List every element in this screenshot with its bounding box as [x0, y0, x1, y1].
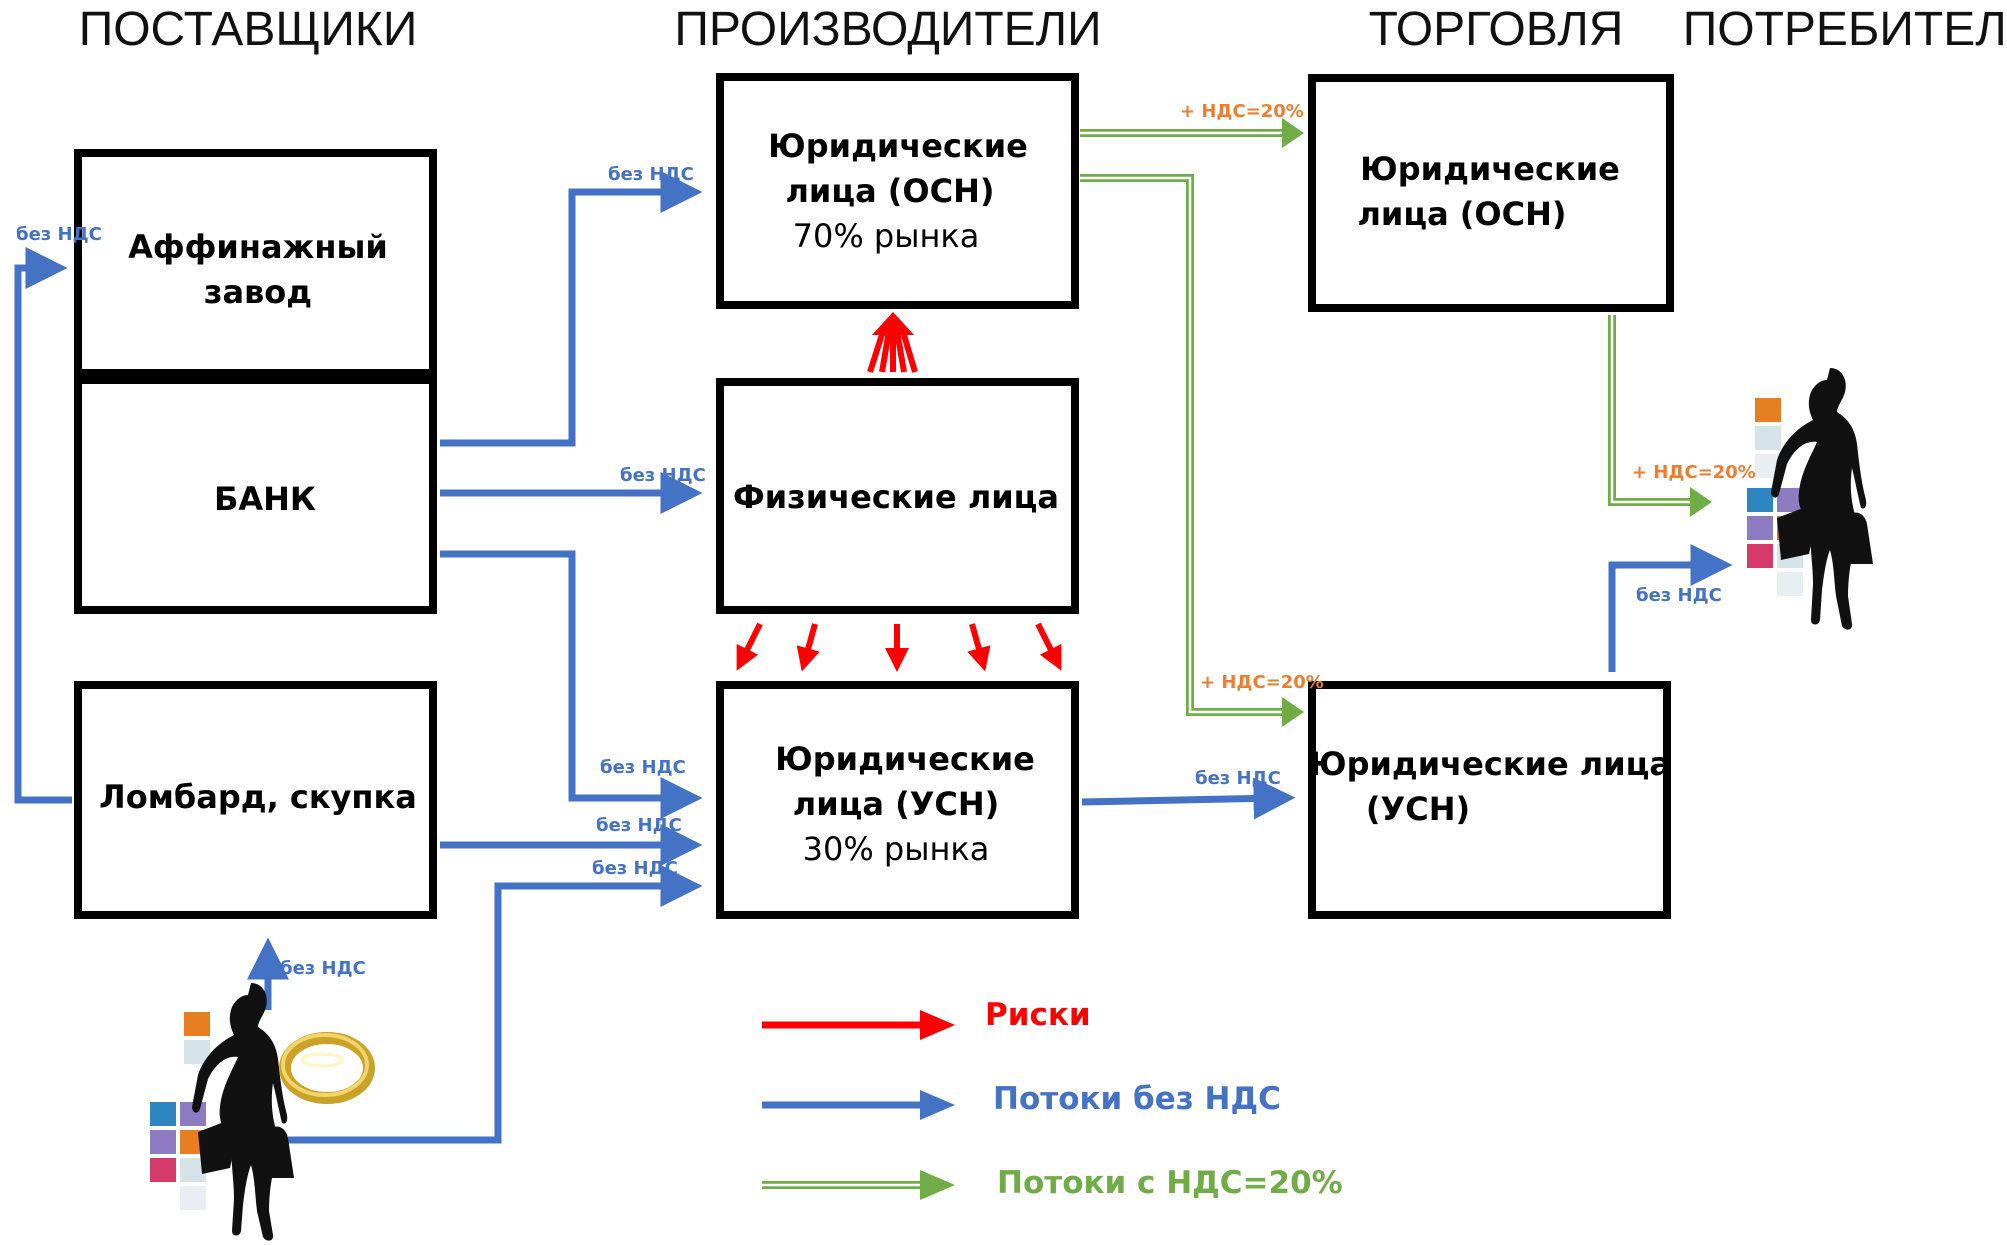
bank-label: БАНК: [214, 480, 316, 518]
flow-bank-to-producer-usn: [440, 550, 703, 819]
legend-vat-label: Потоки с НДС=20%: [997, 1165, 1343, 1201]
label-no-vat-consumers: без НДС: [1636, 585, 1722, 606]
flow-producer-osn-to-trade-usn: [1080, 174, 1304, 727]
column-title-trade: ТОРГОВЛЯ: [1369, 3, 1624, 56]
risk-arrow-down-2: [796, 623, 820, 672]
flow-pawnshop-to-refinery: [14, 247, 72, 804]
flow-trade-usn-to-consumers: [1608, 544, 1733, 672]
producer-osn-line1: Юридические: [768, 127, 1028, 165]
producer-osn-share: 70% рынка: [793, 217, 980, 255]
label-vat-trade-usn: + НДС=20%: [1200, 672, 1324, 693]
column-title-consumers: ПОТРЕБИТЕЛИ: [1683, 3, 2007, 56]
trade-osn-line2: лица (ОСН): [1357, 195, 1566, 233]
pawnshop-label: Ломбард, скупка: [99, 778, 417, 816]
label-vat-trade-osn: + НДС=20%: [1180, 101, 1304, 122]
flow-bank-to-producer-osn: [440, 171, 703, 447]
producer-usn-line1: Юридические: [775, 740, 1035, 778]
legend-no-vat-label: Потоки без НДС: [993, 1081, 1281, 1117]
trade-usn-line1: Юридические лица: [1309, 745, 1671, 783]
legend-risks-label: Риски: [985, 997, 1091, 1033]
box-trade-osn: Юридические лица (ОСН): [1308, 74, 1674, 312]
box-producer-usn: Юридические лица (УСН) 30% рынка: [716, 681, 1079, 919]
legend-vat: Потоки с НДС=20%: [762, 1165, 1343, 1201]
label-no-vat-consumer-pawnshop: без НДС: [280, 958, 366, 979]
box-refinery: Аффинажный завод: [74, 149, 437, 377]
box-bank: БАНК: [74, 376, 437, 614]
label-no-vat-producer-osn: без НДС: [608, 164, 694, 185]
flow-trade-osn-to-consumers: [1608, 315, 1712, 517]
trade-osn-line1: Юридические: [1360, 150, 1620, 188]
risk-arrows-up: [867, 312, 918, 373]
flow-consumer-to-producer-usn: [288, 865, 703, 1144]
label-no-vat-pawnshop-usn: без НДС: [596, 815, 682, 836]
refinery-label-line2: завод: [204, 273, 312, 311]
individuals-label: Физические лица: [733, 478, 1059, 516]
risk-arrow-down-1: [736, 622, 763, 671]
label-vat-consumers: + НДС=20%: [1632, 462, 1756, 483]
label-no-vat-bank-usn: без НДС: [600, 757, 686, 778]
legend-risks: Риски: [762, 997, 1091, 1040]
gold-ring-icon: [279, 1032, 375, 1104]
label-no-vat-refinery: без НДС: [16, 224, 102, 245]
label-no-vat-individuals: без НДС: [620, 465, 706, 486]
supplier-woman-icon: [150, 983, 294, 1241]
column-title-producers: ПРОИЗВОДИТЕЛИ: [674, 3, 1101, 56]
box-individuals: Физические лица: [716, 378, 1079, 614]
legend-no-vat: Потоки без НДС: [762, 1081, 1281, 1120]
producer-usn-share: 30% рынка: [803, 830, 990, 868]
risk-arrow-down-4: [967, 623, 991, 672]
producer-usn-line2: лица (УСН): [793, 785, 1000, 823]
trade-usn-line2: (УСН): [1366, 790, 1470, 828]
box-trade-usn: Юридические лица (УСН): [1308, 681, 1671, 919]
refinery-label-line1: Аффинажный: [128, 228, 388, 266]
column-title-suppliers: ПОСТАВЩИКИ: [79, 3, 418, 56]
consumer-woman-icon: [1747, 368, 1873, 630]
box-producer-osn: Юридические лица (ОСН) 70% рынка: [716, 73, 1079, 309]
label-no-vat-consumer-usn: без НДС: [592, 858, 678, 879]
producer-osn-line2: лица (ОСН): [785, 172, 994, 210]
flow-producer-usn-to-trade-usn: [1081, 777, 1296, 820]
box-pawnshop: Ломбард, скупка: [74, 681, 437, 919]
legend: Риски Потоки без НДС Потоки с НДС=20%: [762, 997, 1343, 1201]
label-no-vat-trade-usn: без НДС: [1195, 768, 1281, 789]
flow-producer-osn-to-trade-osn: [1080, 118, 1304, 148]
risk-arrow-down-5: [1035, 622, 1062, 671]
